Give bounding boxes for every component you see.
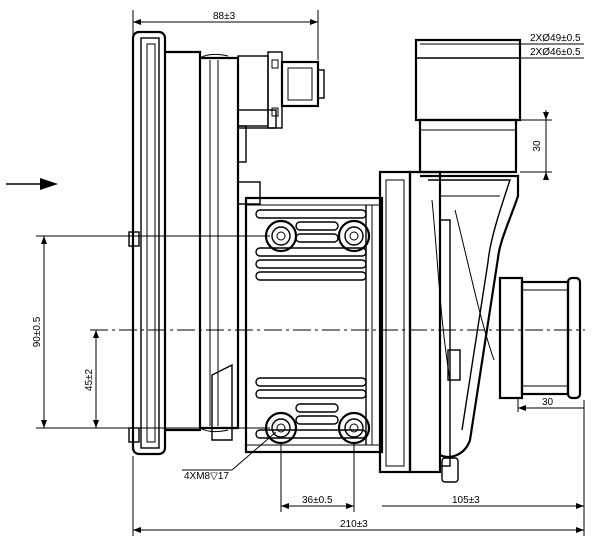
dim-vertical-mount-label: 90±0.5	[32, 316, 43, 347]
dim-vertical-center: 45±2	[84, 330, 99, 428]
volute-flange	[378, 170, 461, 483]
dim-top-width: 88±3	[132, 10, 319, 60]
dim-outlet-width-label: 30	[542, 397, 554, 408]
motor-body	[165, 50, 240, 441]
dim-top-width-label: 88±3	[213, 11, 236, 22]
motor-flange	[128, 30, 167, 456]
inlet-pipe	[414, 38, 522, 174]
dim-outlet-width: 30	[517, 397, 584, 412]
dim-inlet-height: 30	[520, 110, 552, 180]
dim-mount-holes-label: 4XM8▽17	[184, 471, 229, 482]
dim-dia-outer-label: 2XØ49±0.5	[530, 33, 581, 44]
dim-inlet-height-label: 30	[532, 140, 543, 152]
dim-bottom: 36±0.5 105±3 210±3	[132, 400, 585, 536]
dim-hole-spacing-label: 36±0.5	[302, 495, 333, 506]
outlet-pipe	[498, 276, 582, 400]
dim-overall-length-label: 210±3	[340, 519, 368, 530]
dim-mount-holes: 4XM8▽17	[182, 431, 277, 482]
mount-boss-bottom-right	[337, 411, 371, 445]
dim-dia-inner-label: 2XØ46±0.5	[530, 47, 581, 58]
mount-boss-top-left	[264, 219, 298, 253]
pump-housing	[237, 181, 384, 454]
flow-arrow-icon	[6, 178, 58, 190]
mount-boss-top-right	[337, 219, 371, 253]
dim-outlet-offset-label: 105±3	[452, 495, 480, 506]
dim-vertical-mount: 90±0.5	[32, 235, 270, 429]
volute-body	[420, 174, 520, 458]
dim-vertical-center-label: 45±2	[84, 368, 95, 391]
dim-diameters: 2XØ49±0.5 2XØ46±0.5	[520, 33, 584, 59]
electrical-connector	[237, 51, 325, 163]
